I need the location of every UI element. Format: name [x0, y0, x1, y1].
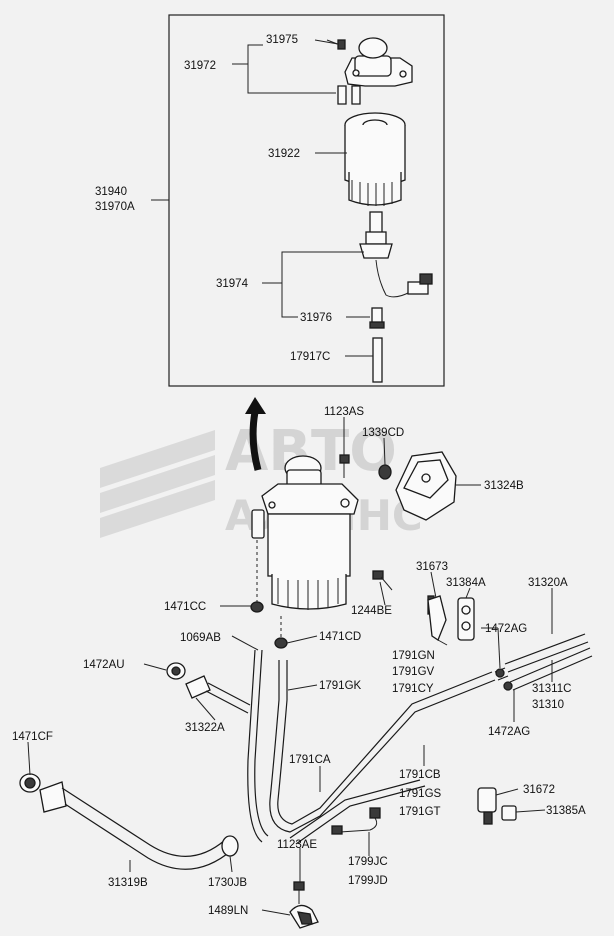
label-1472ag-bottom: 1472AG	[488, 726, 530, 738]
label-1730jb: 1730JB	[208, 877, 247, 889]
label-31311c: 31311C	[532, 683, 571, 695]
detail-leaders	[232, 39, 373, 357]
label-31922: 31922	[268, 148, 300, 160]
label-31384a: 31384A	[446, 577, 486, 589]
label-1791ca: 1791CA	[289, 754, 331, 766]
label-1489ln: 1489LN	[208, 905, 248, 917]
label-1791gv: 1791GV	[392, 666, 435, 678]
nut-part	[378, 464, 392, 480]
label-31940: 31940	[95, 186, 127, 198]
filter-assembly-part	[251, 455, 359, 638]
clip-1471cd-part	[274, 637, 288, 649]
label-31322a: 31322A	[185, 722, 225, 734]
label-1471cf: 1471CF	[12, 731, 53, 743]
label-31974: 31974	[216, 278, 249, 290]
clip-1471cc-part	[250, 601, 264, 613]
label-1472au: 1472AU	[83, 659, 125, 671]
label-1791gs: 1791GS	[399, 788, 442, 800]
label-1471cc: 1471CC	[164, 601, 206, 613]
label-31975: 31975	[266, 34, 298, 46]
label-31672: 31672	[523, 784, 555, 796]
label-31673: 31673	[416, 561, 448, 573]
label-1123as: 1123AS	[324, 406, 364, 418]
water-sensor-part	[359, 211, 433, 298]
fuel-filter-part	[344, 112, 406, 206]
label-1471cd: 1471CD	[319, 631, 361, 643]
drain-hose-part	[372, 337, 383, 383]
hose-31322a-part	[185, 675, 251, 714]
clamp-1472au-part	[166, 662, 186, 680]
clip-1472ag-bottom-part	[503, 681, 513, 691]
label-1791gk: 1791GK	[319, 680, 362, 692]
label-1799jc: 1799JC	[348, 856, 388, 868]
filter-head-part	[337, 37, 413, 105]
bolt-1123ae-part	[293, 881, 305, 904]
screw-part	[372, 570, 393, 591]
drain-plug-part	[369, 307, 385, 329]
label-1069ab: 1069AB	[180, 632, 221, 644]
label-31385a: 31385A	[546, 805, 586, 817]
label-31324b: 31324B	[484, 480, 524, 492]
watermark-logo-icon	[100, 430, 215, 538]
label-1339cd: 1339CD	[362, 427, 404, 439]
label-31319b: 31319B	[108, 877, 148, 889]
label-1123ae: 1123AE	[277, 839, 317, 851]
clamp-31385a-part	[501, 805, 517, 821]
clamp-1489ln-part	[289, 904, 319, 929]
label-31972: 31972	[184, 60, 216, 72]
label-1791gn: 1791GN	[392, 650, 435, 662]
label-31320a: 31320A	[528, 577, 568, 589]
leader-lines	[27, 199, 553, 916]
clamp-31672-part	[477, 787, 497, 825]
clamp-31384a-part	[457, 597, 475, 641]
bracket-part	[395, 451, 457, 521]
label-31310: 31310	[532, 699, 564, 711]
label-1791cb: 1791CB	[399, 769, 441, 781]
fuel-tubes	[247, 633, 593, 845]
label-1791cy: 1791CY	[392, 683, 434, 695]
label-1791gt: 1791GT	[399, 806, 441, 818]
clip-1472ag-top-part	[495, 668, 505, 678]
bolt-part	[326, 39, 346, 50]
label-17917c: 17917C	[290, 351, 330, 363]
label-31976: 31976	[300, 312, 332, 324]
label-31970a: 31970A	[95, 201, 135, 213]
label-1472ag-top: 1472AG	[485, 623, 527, 635]
label-1244be: 1244BE	[351, 605, 392, 617]
arrow-up-icon	[245, 397, 266, 471]
part-labels: 31975 31972 31922 31940 31970A 31974 319…	[12, 34, 586, 917]
bracket-31673-part	[427, 595, 447, 641]
clip-1730jb-part	[221, 835, 239, 857]
connector-part	[331, 807, 381, 835]
hose-31319b-part	[39, 781, 233, 870]
clamp-1471cf-part	[19, 773, 41, 793]
label-1799jd: 1799JD	[348, 875, 388, 887]
